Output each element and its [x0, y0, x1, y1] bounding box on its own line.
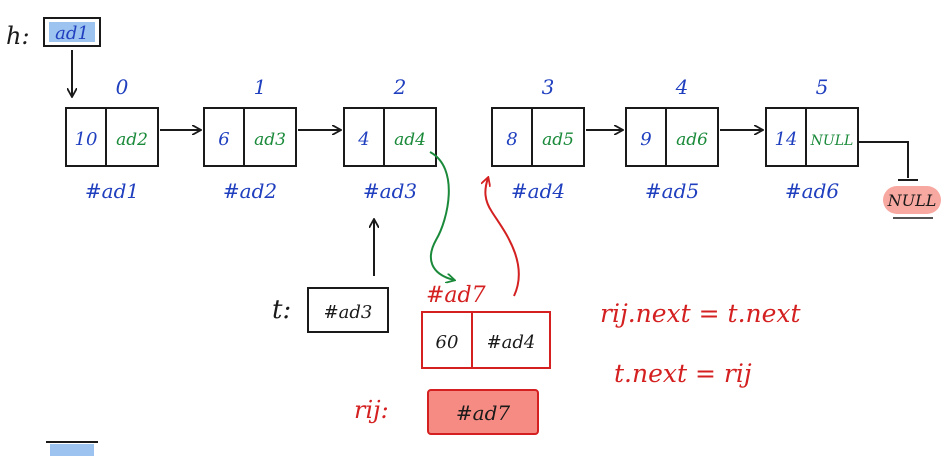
equation-1: rij.next = t.next: [600, 299, 802, 328]
node-next: ad3: [254, 130, 286, 150]
relink-arrow-green: [429, 151, 454, 280]
node-box: [491, 107, 585, 167]
node-box: [65, 107, 159, 167]
list-node: 3 8 ad5 #ad4: [491, 75, 585, 203]
node-next: NULL: [810, 133, 854, 149]
tail-null-text: NULL: [887, 191, 937, 210]
node-index: 2: [393, 75, 407, 99]
head-box-highlight: [49, 22, 95, 42]
node-data: 10: [75, 129, 98, 150]
list-node: 0 10 ad2 #ad1: [65, 75, 159, 203]
list-node: 4 9 ad6 #ad5: [625, 75, 719, 203]
node-box: [343, 107, 437, 167]
node-address: #ad6: [785, 179, 839, 203]
node-index: 0: [116, 75, 129, 99]
node-data: 14: [775, 129, 798, 150]
new-node-next: #ad4: [487, 332, 536, 353]
partial-box-highlight: [50, 444, 94, 456]
node-next: ad6: [676, 130, 708, 150]
node-index: 1: [254, 75, 267, 99]
relink-arrow-red: [485, 178, 520, 297]
node-data: 6: [218, 129, 229, 150]
list-node: 1 6 ad3 #ad2: [203, 75, 297, 203]
head-value: ad1: [55, 23, 89, 44]
tail-null-connector: [858, 141, 909, 178]
node-index: 3: [542, 75, 555, 99]
node-address: #ad3: [363, 179, 417, 203]
node-box: [625, 107, 719, 167]
rij-label: rij:: [354, 396, 389, 424]
equation-2: t.next = rij: [614, 359, 752, 388]
temp-label: t:: [272, 295, 291, 325]
rij-box: [427, 389, 539, 435]
rij-value: #ad7: [456, 401, 510, 425]
node-address: #ad1: [85, 179, 139, 203]
head-label: h:: [6, 22, 30, 50]
node-next: ad2: [116, 130, 148, 150]
temp-box: [307, 287, 389, 333]
node-box: [765, 107, 859, 167]
node-address: #ad4: [511, 179, 565, 203]
new-node-box: [421, 311, 551, 369]
new-node-data: 60: [436, 332, 459, 353]
new-node-address: #ad7: [426, 283, 486, 308]
node-address: #ad2: [223, 179, 277, 203]
node-next: ad4: [394, 130, 426, 150]
list-node: 2 4 ad4 #ad3: [343, 75, 437, 203]
head-box: [43, 17, 101, 47]
temp-value: #ad3: [324, 302, 373, 323]
node-data: 4: [357, 129, 369, 150]
tail-null-highlight: [883, 186, 941, 214]
list-node: 5 14 NULL #ad6: [765, 75, 859, 203]
node-box: [203, 107, 297, 167]
node-address: #ad5: [645, 179, 699, 203]
node-data: 9: [640, 129, 651, 150]
node-index: 5: [816, 75, 829, 99]
linked-list-nodes: 0 10 ad2 #ad1 1 6 ad3 #ad2 2 4 ad4 #ad3 3 8 ad5 #ad4 4 9 a…: [65, 75, 859, 203]
node-next: ad5: [542, 130, 574, 150]
node-index: 4: [675, 75, 689, 99]
node-data: 8: [506, 129, 517, 150]
